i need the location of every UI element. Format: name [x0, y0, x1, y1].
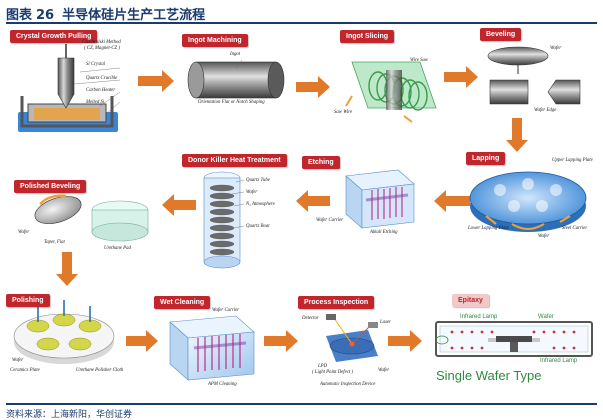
anno-detector: Detector: [302, 316, 319, 321]
anno-wc-wafer-carrier: Wafer Carrier: [212, 308, 240, 313]
single-wafer-type-label: Single Wafer Type: [436, 368, 542, 383]
arrow-slicing-to-beveling: [444, 66, 478, 88]
beveling-illustration: [487, 46, 581, 105]
anno-infrared-lamp-top: Infrared Lamp: [460, 314, 498, 320]
stage-label-process-inspection: Process Inspection: [298, 296, 375, 309]
anno-n2: N₂ Atmosphere: [246, 202, 275, 207]
arrow-inspection-to-epitaxy: [388, 330, 422, 352]
anno-pb-wafer: Wafer: [18, 230, 30, 235]
stage-label-polished-beveling: Polished Beveling: [14, 180, 87, 193]
arrow-dk-to-polished: [162, 194, 196, 216]
anno-cz-sub: ( CZ, Magnet-CZ ): [84, 46, 120, 51]
donor-killer-illustration: [203, 171, 245, 269]
ingot-machining-illustration: [187, 59, 285, 99]
stage-label-wet-cleaning: Wet Cleaning: [154, 296, 211, 309]
stage-label-ingot-slicing: Ingot Slicing: [340, 30, 394, 43]
anno-urethane-pad: Urethane Pad: [104, 246, 131, 251]
flow-arrows: [56, 66, 528, 352]
anno-lower-lapping: Lower Lapping Plate: [468, 226, 509, 231]
anno-melted-si: Melted Si: [86, 100, 105, 105]
anno-auto-inspection: Automatic Inspection Device: [320, 382, 376, 387]
stage-label-polishing: Polishing: [6, 294, 50, 307]
anno-saw-wire: Saw Wire: [334, 110, 353, 115]
anno-pol-wafer: Wafer: [12, 358, 24, 363]
anno-laser: Laser: [380, 320, 391, 325]
stage-label-crystal-growth: Crystal Growth Pulling: [10, 30, 98, 43]
wet-cleaning-illustration: [169, 315, 255, 381]
anno-taper-flat: Taper, Flat: [44, 240, 65, 245]
anno-carbon-heater: Carbon Heater: [86, 88, 116, 93]
arrow-machining-to-slicing: [296, 76, 330, 98]
anno-dk-wafer: Wafer: [246, 190, 258, 195]
arrow-lapping-to-etching: [434, 190, 470, 212]
anno-lapping-wafer: Wafer: [538, 234, 550, 239]
figure-title-text: 半导体硅片生产工艺流程: [62, 8, 206, 23]
anno-upper-lapping: Upper Lapping Plate: [552, 158, 593, 163]
arrow-etching-to-dk: [296, 190, 330, 212]
anno-wire-saw: Wire Saw: [410, 58, 429, 63]
anno-alkali-etching: Alkali Etching: [370, 230, 398, 235]
anno-lpd: LPD: [318, 364, 328, 369]
arrow-crystal-to-machining: [138, 70, 174, 92]
anno-infrared-lamp-bottom: Infrared Lamp: [540, 358, 578, 364]
source-footer: 资料来源：上海新阳，华创证券: [6, 403, 597, 420]
arrow-beveling-to-lapping: [506, 118, 528, 152]
stage-label-beveling: Beveling: [480, 28, 522, 41]
anno-orientation: Orientation Flat or Notch Shaping: [198, 100, 265, 105]
anno-quartz-crucible: Quartz Crucible: [86, 76, 118, 81]
polishing-illustration: [13, 300, 115, 364]
anno-wafer-carrier: Wafer Carrier: [316, 218, 344, 223]
etching-illustration: [345, 169, 415, 229]
anno-steel-carrier: Steel Carrier: [562, 226, 588, 231]
stage-label-donor-killer: Donor Killer Heat Treatment: [182, 154, 287, 167]
arrow-polished-to-polishing: [56, 252, 78, 286]
anno-si-crystal: Si Crystal: [86, 62, 106, 67]
ingot-slicing-illustration: [345, 61, 437, 123]
epitaxy-illustration: [435, 321, 593, 357]
figure-number: 26: [36, 8, 55, 23]
anno-quartz-boat: Quartz Boat: [246, 224, 270, 229]
stage-label-ingot-machining: Ingot Machining: [182, 34, 248, 47]
arrow-wetclean-to-inspection: [264, 330, 298, 352]
figure-title-prefix: 图表: [6, 8, 33, 23]
stage-label-etching: Etching: [302, 156, 340, 169]
anno-apm-cleaning: APM Cleaning: [208, 382, 237, 387]
stage-label-epitaxy: Epitaxy: [452, 294, 489, 307]
anno-bev-wafer: Wafer: [550, 46, 562, 51]
anno-ceramics-plate: Ceramics Plate: [10, 368, 40, 373]
process-inspection-illustration: [326, 314, 378, 362]
anno-epi-wafer: Wafer: [538, 314, 554, 320]
crystal-growth-illustration: [18, 44, 121, 132]
anno-wafer-edge: Wafer Edge: [534, 108, 557, 113]
anno-ingot: Ingot: [230, 52, 241, 57]
anno-urethane-polisher: Urethane Polisher Cloth: [76, 368, 124, 373]
polished-beveling-illustration: [34, 194, 149, 242]
anno-quartz-tube: Quartz Tube: [246, 178, 270, 183]
stage-label-lapping: Lapping: [466, 152, 506, 165]
arrow-polishing-to-wetclean: [126, 330, 158, 352]
anno-czochralski: Czochralski Method: [82, 40, 121, 45]
lapping-illustration: [469, 171, 587, 232]
anno-pi-wafer: Wafer: [378, 368, 390, 373]
anno-lpd-sub: ( Light Point Defect ): [312, 370, 354, 375]
